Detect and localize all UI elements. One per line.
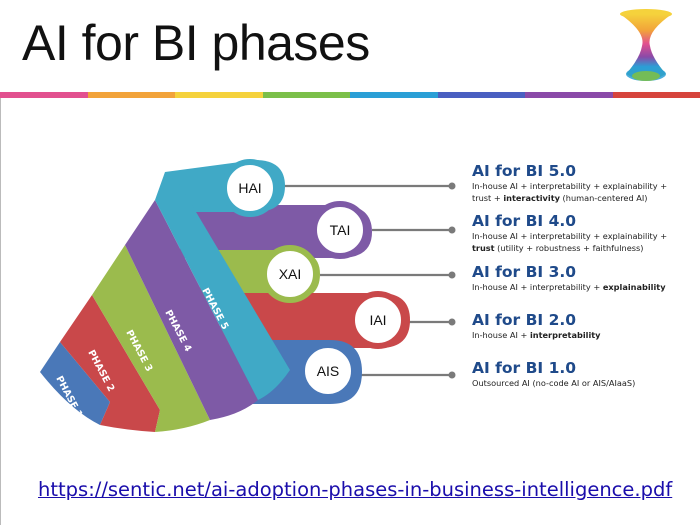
desc-text: In-house AI + interpretability + [472,282,603,292]
node-circle-hai [221,159,279,217]
phase-description: In-house AI + interpretability [472,329,697,341]
phase-block-4: AI for BI 4.0 In-house AI + interpretabi… [472,212,697,254]
source-pdf-link[interactable]: https://sentic.net/ai-adoption-phases-in… [38,478,673,501]
desc-text: In-house AI + interpretability + explain… [472,181,668,191]
node-circle-ais [299,342,357,400]
phase-title: AI for BI 2.0 [472,311,577,329]
phase-description: Outsourced AI (no-code AI or AIS/AIaaS) [472,377,697,389]
desc-text: (utility + robustness + faithfulness) [494,243,644,253]
stripe-segment [87,92,175,98]
band-phase-3 [92,245,210,432]
phase-description: In-house AI + interpretability + explain… [472,281,697,293]
desc-emphasis: interactivity [503,193,560,203]
band-phase-5 [155,172,290,400]
phase-description: In-house AI + interpretability + explain… [472,180,697,204]
stripe-segment [612,92,700,98]
node-circle-xai [261,245,319,303]
slide-title: AI for BI phases [22,15,370,71]
phase-block-1: AI for BI 1.0 Outsourced AI (no-code AI … [472,359,697,389]
band-phase-4 [125,200,258,420]
phase-block-5: AI for BI 5.0 In-house AI + interpretabi… [472,162,697,204]
phase-description: In-house AI + interpretability + explain… [472,230,697,254]
phase-block-3: AI for BI 3.0 In-house AI + interpretabi… [472,263,697,293]
phase-title: AI for BI 3.0 [472,263,577,281]
stripe-segment [437,92,525,98]
node-label-iai: IAI [369,312,386,328]
funnel-logo-icon [620,9,672,81]
node-circle-tai [311,201,369,259]
stripe-segment [525,92,613,98]
node-label-ais: AIS [317,363,340,379]
phase-title: AI for BI 1.0 [472,359,577,377]
node-label-xai: XAI [279,266,302,282]
desc-text: (human-centered AI) [559,193,648,203]
connector-dot [448,371,456,379]
desc-text: In-house AI + [472,330,530,340]
slide-edge-rule [0,98,1,525]
connector-dot [448,182,456,190]
node-label-hai: HAI [238,180,261,196]
phase-title: AI for BI 4.0 [472,212,577,230]
band-phase-1 [40,342,110,425]
desc-emphasis: trust [472,243,495,253]
phase-title: AI for BI 5.0 [472,162,577,180]
desc-text: In-house AI + interpretability + explain… [472,231,668,241]
stripe-segment [0,92,88,98]
connector-dot [448,271,456,279]
stripe-segment [175,92,263,98]
phase-block-2: AI for BI 2.0 In-house AI + interpretabi… [472,311,697,341]
desc-emphasis: explainability [602,282,666,292]
desc-text: Outsourced AI (no-code AI or AIS/AIaaS) [472,378,636,388]
stripe-segment [262,92,350,98]
connector-dot [448,226,456,234]
node-label-tai: TAI [330,222,351,238]
node-circle-iai [349,291,407,349]
desc-text: trust + [472,193,504,203]
desc-emphasis: interpretability [529,330,601,340]
header-color-stripe [0,92,700,98]
band-phase-2 [60,295,160,432]
stripe-segment [350,92,438,98]
connector-dot [448,318,456,326]
